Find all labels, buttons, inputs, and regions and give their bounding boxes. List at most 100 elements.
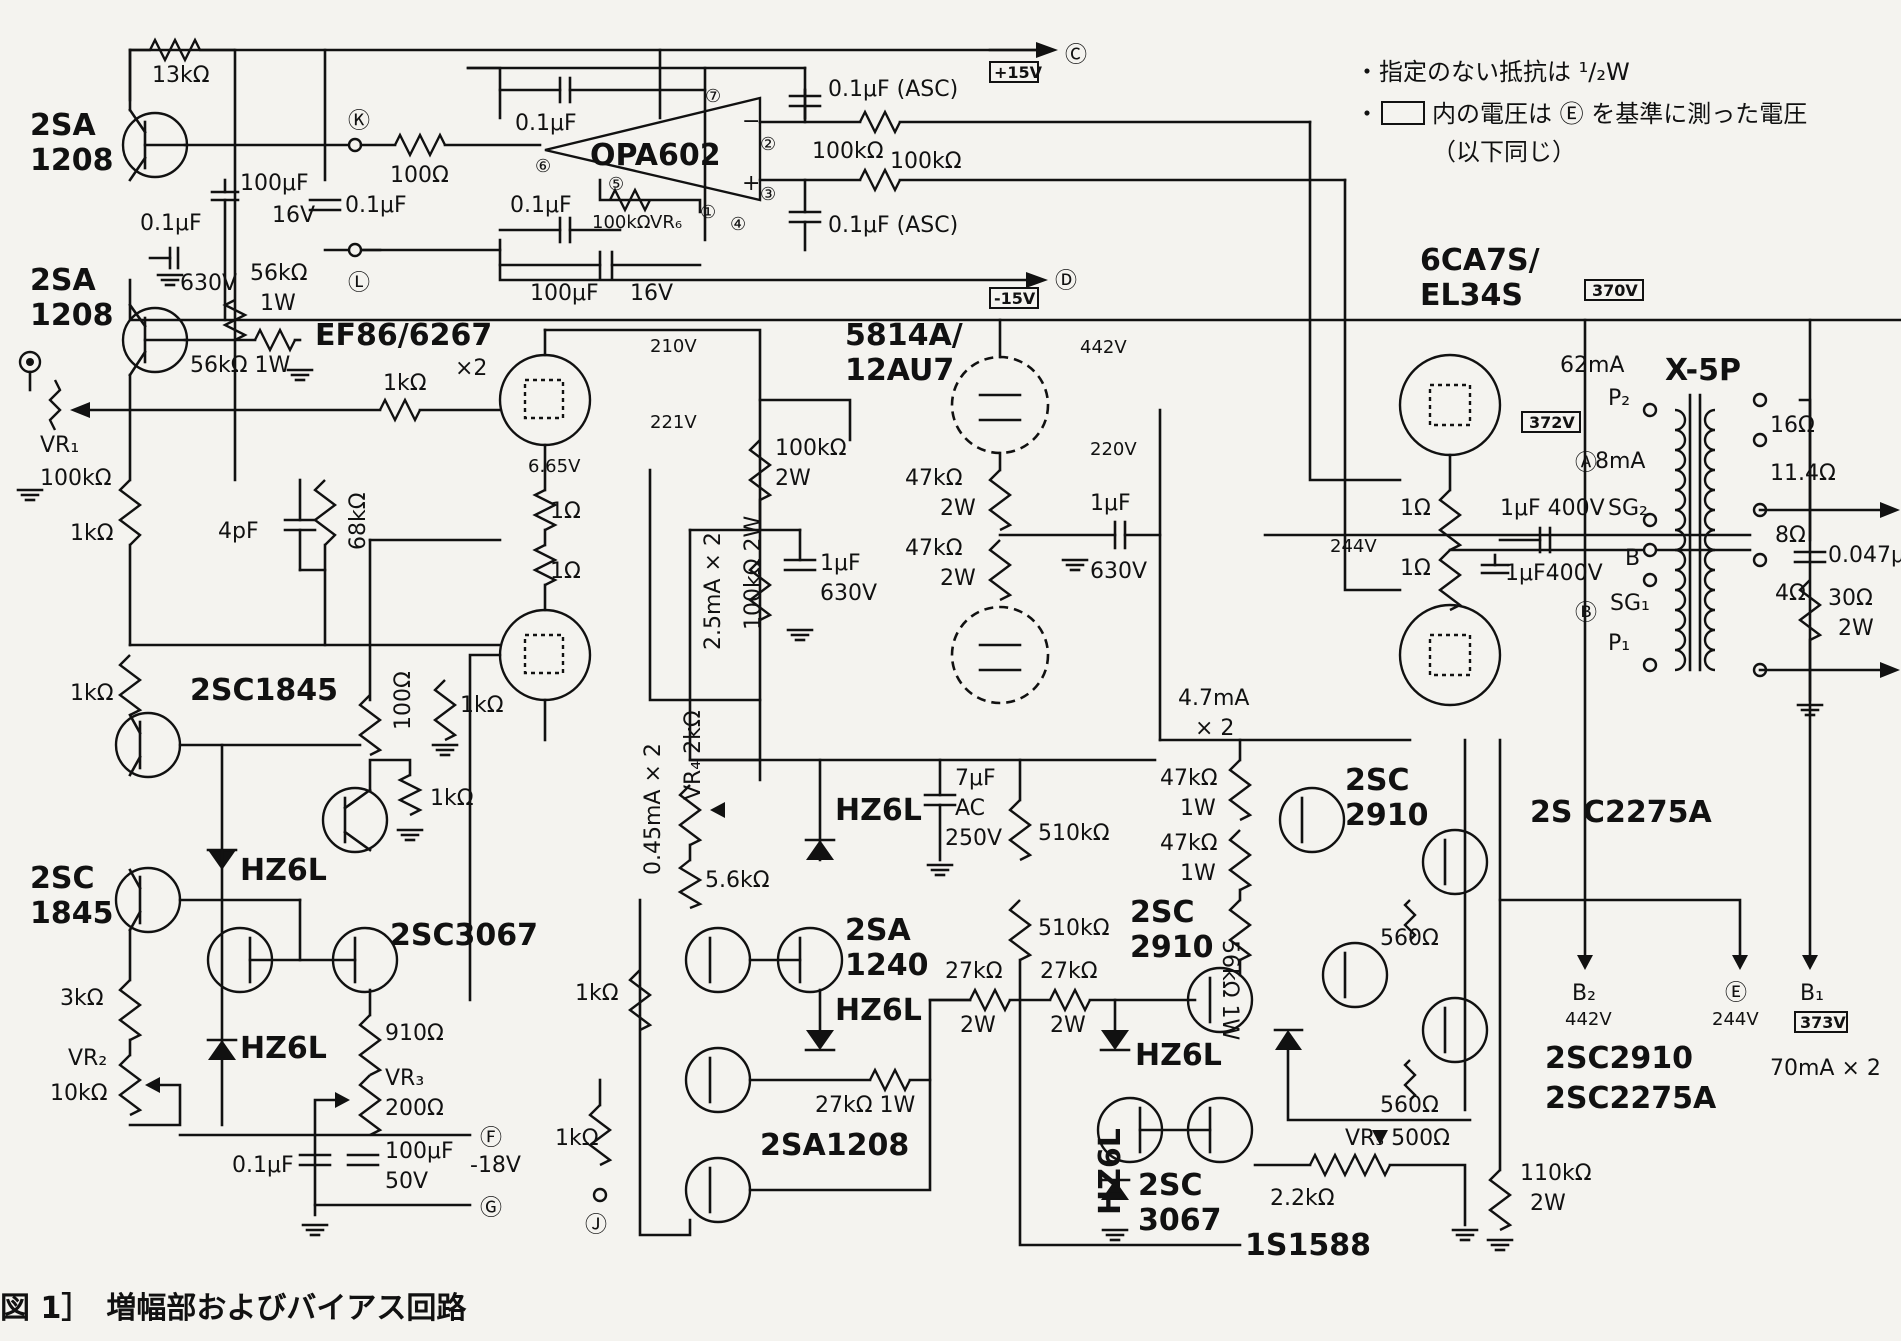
vm18-label: -18V [470,1153,521,1178]
q-2sc3067-b-label-a: 2SC [1138,1168,1203,1203]
r5k6-label: 5.6kΩ [705,868,770,893]
c01-a-label: 0.1μF [515,111,577,136]
q-2sc1845-a-label: 2SC1845 [190,673,338,708]
asc-caps: 0.1μF (ASC) 0.1μF (ASC) [788,77,958,252]
r68k-label: 68kΩ [346,492,371,550]
vr4-label: VR₄ 2kΩ [681,710,706,800]
terminal-g: Ⓖ [480,1196,502,1221]
r56k1w-b-label: 56kΩ 1W [190,353,291,378]
note-line-1: ・指定のない抵抗は ¹/₂W [1355,58,1630,86]
vr1-value: 100kΩ [40,466,112,491]
hz6l-label-3: HZ6L [835,793,922,828]
terminal-k: Ⓚ [348,109,370,134]
r1k-c-label: 1kΩ [70,681,114,706]
v220-label: 220V [1090,439,1137,460]
r47k1w-a-label-2: 1W [1180,796,1216,821]
v6ca7-label-b: EL34S [1420,278,1523,313]
vr2-value: 10kΩ [50,1081,108,1106]
r2k2-label: 2.2kΩ [1270,1186,1335,1211]
r47k2w-b-label-1: 47kΩ [905,536,963,561]
r100k2w-a-label-2: 2W [775,466,811,491]
o4-label: 4Ω [1775,581,1806,606]
bottom-left-caps: 0.1μF 100μF 50V [232,1139,454,1194]
r510k-a-label: 510kΩ [1038,821,1110,846]
svg-text:+: + [742,171,760,196]
pin-2: ② [760,134,776,155]
c1u400-a-label: 1μF 400V [1500,496,1605,521]
r47k1w-a-label-1: 47kΩ [1160,766,1218,791]
r560-b-label: 560Ω [1380,1093,1439,1118]
r100-b-label: 100Ω [391,671,416,730]
q-2sc2910-mid-label-b: 2910 [1130,930,1214,965]
ef86-label: EF86/6267 [315,318,492,353]
figure-caption: 図 1］ 増幅部およびバイアス回路 [0,1291,467,1326]
valve-6ca7s-top: 6CA7S/ EL34S [1398,243,1540,457]
opamp-label: OPA602 [590,138,721,173]
c100-16b-label: 100μF [530,281,599,306]
terminal-b: Ⓑ [1575,601,1597,626]
r30-label-1: 30Ω [1828,586,1873,611]
r47k2w-a-label-2: 2W [940,496,976,521]
r3k-label: 3kΩ [60,986,104,1011]
plus15-box [989,61,1039,83]
i47-label-2: × 2 [1195,716,1234,741]
vr6-label: VR₆ [650,212,682,233]
v221-label: 221V [650,412,697,433]
note-line-2-bullet: ・ [1355,100,1379,128]
r13k-label: 13kΩ [152,63,210,88]
r1k-d-label: 1kΩ [430,786,474,811]
c100-16v: 100μF 16V [498,250,702,306]
input-vr1: VR₁ 100kΩ [18,350,382,491]
r1ohm-c-label: 1Ω [1400,496,1431,521]
b-tap-label: B [1625,546,1640,571]
v665-label: 6.65V [528,456,581,477]
r100k-opa-label: 100kΩ [592,212,651,233]
q-2sc3067-pair-left: 2SC3067 [206,898,538,994]
r56k1w-a-label-2: 1W [260,291,296,316]
q-2sc2910-top-label-a: 2SC [1345,763,1410,798]
wires-top [128,42,1901,482]
q-2sc1845-b-label-b: 1845 [30,896,114,931]
v210-label: 210V [650,336,697,357]
c01-c-label: 0.1μF [345,193,407,218]
q-2sc1845-right [321,786,389,854]
terminal-a: Ⓐ [1575,451,1597,476]
q-2sc3067-b-label-b: 3067 [1138,1203,1222,1238]
q-2sc2275a-top-label: 2S C2275A [1530,795,1712,830]
r910-label: 910Ω [385,1021,444,1046]
vr1-label: VR₁ [40,433,79,458]
r27k2w-b-label-1: 27kΩ [1040,959,1098,984]
r47k2w-b-label-2: 2W [940,566,976,591]
q-2sc2910-mid-label-a: 2SC [1130,895,1195,930]
r100k-b-label: 100kΩ [890,149,962,174]
p2-label: P₂ [1608,386,1630,411]
q-2sc2910-top: 2SC 2910 [1278,763,1429,854]
vr3-value: 200Ω [385,1096,444,1121]
pin-4: ④ [730,214,746,235]
terminal-l: Ⓛ [348,271,370,296]
v442-label: 442V [1080,337,1127,358]
q-2sc1845-bottom: 2SC 1845 [30,861,302,934]
pin-6: ⑥ [535,156,551,177]
r100-label: 100Ω [390,163,449,188]
q1-label-b: 1208 [30,143,114,178]
svg-text:−: − [742,109,760,134]
q-2sc3067-a-label: 2SC3067 [390,918,538,953]
vr3-label: VR₃ [385,1066,424,1091]
v5814-label-b: 12AU7 [845,353,954,388]
r1k-f-label: 1kΩ [555,1126,599,1151]
q-2sc2910-bot-label: 2SC2910 [1545,1041,1693,1076]
q-2sc1845-top [114,711,362,779]
q-2sc3067-pair-right: 2SC 3067 [1096,1096,1254,1238]
c01-asc-b-label: 0.1μF (ASC) [828,213,958,238]
i70-label: 70mA × 2 [1770,1056,1881,1081]
q2-label-b: 1208 [30,298,114,333]
left-caps: 100μF 16V 0.1μF 0.1μF 630V [140,171,407,322]
pin-3: ③ [760,184,776,205]
c047-label: 0.047μF [1828,543,1901,568]
v373-label: 373V [1800,1013,1846,1032]
q-2sa1240: 2SA 1240 [776,913,929,994]
q-2sa1240-label-a: 2SA [845,913,911,948]
hz6l-label-6: HZ6L [1093,1128,1128,1215]
